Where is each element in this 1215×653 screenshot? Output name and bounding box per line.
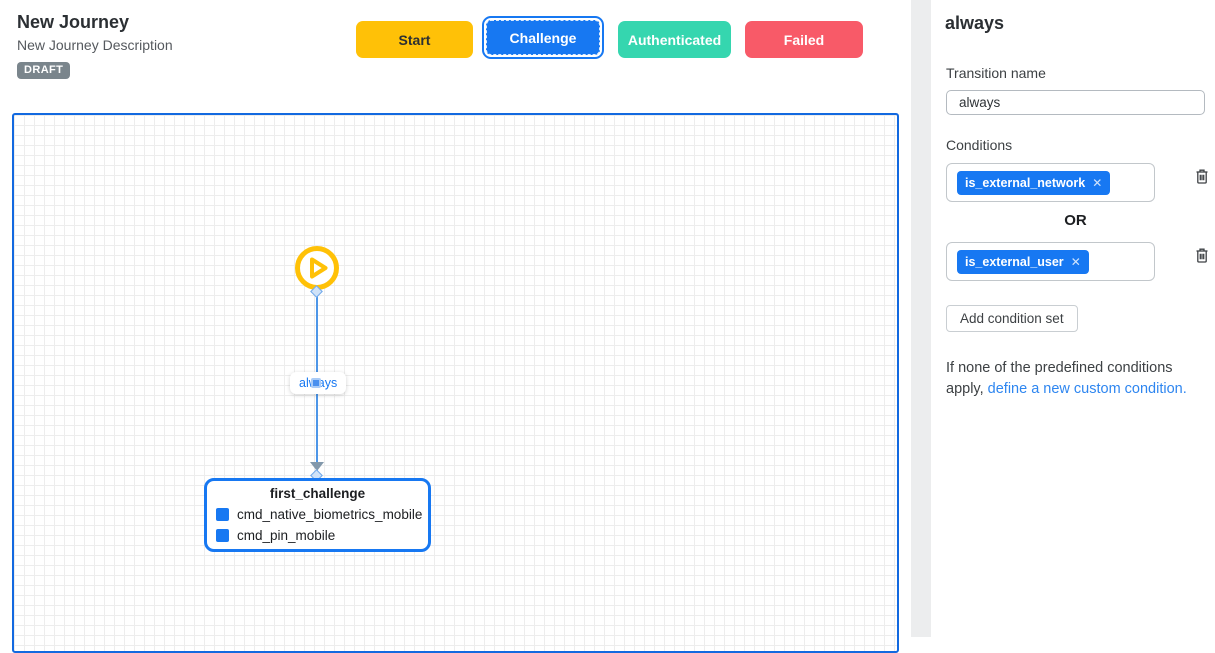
condition-chip-label: is_external_user — [965, 254, 1064, 269]
failed-state-button[interactable]: Failed — [745, 21, 863, 58]
hint-text: If none of the predefined conditions app… — [946, 360, 1173, 397]
condition-chip-label: is_external_network — [965, 175, 1086, 190]
node-title: first_challenge — [269, 486, 366, 501]
challenge-state-button[interactable]: Challenge — [486, 20, 600, 55]
command-square-icon — [216, 508, 229, 521]
custom-condition-hint: If none of the predefined conditions app… — [946, 358, 1213, 400]
start-node[interactable] — [294, 245, 340, 291]
play-circle-icon — [294, 246, 340, 295]
command-square-icon — [216, 529, 229, 542]
remove-condition-icon[interactable]: ✕ — [1092, 175, 1103, 190]
panel-title: always — [945, 13, 1005, 33]
add-condition-set-button[interactable]: Add condition set — [946, 305, 1078, 332]
command-label: cmd_native_biometrics_mobile — [237, 507, 423, 522]
authenticated-state-button[interactable]: Authenticated — [618, 21, 731, 58]
or-separator: OR — [1064, 212, 1087, 229]
start-state-button[interactable]: Start — [356, 21, 473, 58]
remove-condition-icon[interactable]: ✕ — [1070, 254, 1081, 269]
condition-set-2[interactable]: is_external_user ✕ — [946, 242, 1155, 281]
challenge-state-button-selected-ring: Challenge — [482, 16, 604, 59]
node-command-row: cmd_native_biometrics_mobile — [207, 507, 428, 522]
transition-name-label: Transition name — [946, 65, 1046, 81]
trash-icon — [1194, 248, 1210, 267]
status-badge: DRAFT — [17, 62, 71, 79]
node-command-row: cmd_pin_mobile — [207, 528, 428, 543]
condition-chip[interactable]: is_external_network ✕ — [957, 170, 1111, 195]
command-label: cmd_pin_mobile — [237, 528, 336, 543]
trash-icon — [1194, 169, 1210, 188]
transition-name-input[interactable] — [946, 90, 1205, 115]
panel-divider — [911, 0, 931, 637]
delete-condition-set-button[interactable] — [1193, 168, 1211, 186]
condition-chip[interactable]: is_external_user ✕ — [957, 249, 1089, 274]
edge-midpoint-handle[interactable] — [311, 378, 321, 388]
first-challenge-node[interactable]: first_challenge cmd_native_biometrics_mo… — [204, 478, 431, 552]
journey-canvas[interactable]: always first_challenge cmd_native_biomet… — [12, 113, 899, 653]
transition-properties-panel: always Transition name Conditions is_ext… — [931, 0, 1215, 637]
journey-header: New Journey New Journey Description DRAF… — [17, 12, 173, 79]
page-subtitle: New Journey Description — [17, 37, 173, 53]
condition-set-1[interactable]: is_external_network ✕ — [946, 163, 1155, 202]
conditions-label: Conditions — [946, 137, 1013, 153]
edge-arrowhead-icon — [310, 462, 324, 471]
page-title: New Journey — [17, 12, 130, 32]
delete-condition-set-button[interactable] — [1193, 247, 1211, 265]
define-custom-condition-link[interactable]: define a new custom condition. — [987, 381, 1187, 397]
